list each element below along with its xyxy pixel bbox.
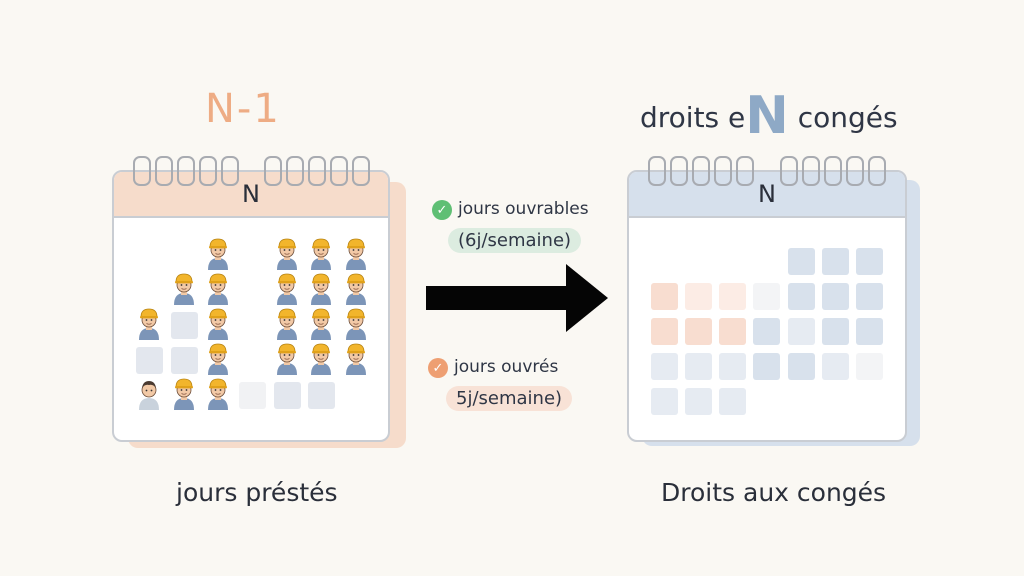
day-cell bbox=[822, 353, 849, 380]
day-cell bbox=[788, 248, 815, 275]
worker-with-hardhat-icon bbox=[204, 341, 232, 375]
day-cell bbox=[856, 353, 883, 380]
day-cell bbox=[822, 318, 849, 345]
day-cell bbox=[171, 312, 198, 339]
ouvrables-label: jours ouvrables bbox=[458, 199, 589, 219]
worker-with-hardhat-icon bbox=[307, 271, 335, 305]
binder-ring bbox=[714, 156, 732, 186]
worker-with-hardhat-icon bbox=[204, 376, 232, 410]
left-calendar-grid bbox=[114, 218, 388, 440]
day-cell bbox=[239, 382, 266, 409]
binder-ring bbox=[824, 156, 842, 186]
day-cell bbox=[685, 388, 712, 415]
worker-with-hardhat-icon bbox=[204, 306, 232, 340]
right-title: droits eN congés bbox=[640, 86, 898, 146]
binder-ring bbox=[177, 156, 195, 186]
day-cell bbox=[753, 353, 780, 380]
day-cell bbox=[685, 318, 712, 345]
day-cell bbox=[822, 248, 849, 275]
day-cell bbox=[651, 283, 678, 310]
binder-ring bbox=[286, 156, 304, 186]
binder-ring bbox=[670, 156, 688, 186]
binder-ring bbox=[736, 156, 754, 186]
worker-with-hardhat-icon bbox=[307, 236, 335, 270]
binder-ring bbox=[133, 156, 151, 186]
right-title-big-n: N bbox=[745, 86, 789, 146]
worker-with-hardhat-icon bbox=[273, 236, 301, 270]
worker-with-hardhat-icon bbox=[170, 271, 198, 305]
worker-with-hardhat-icon bbox=[342, 306, 370, 340]
left-caption: jours préstés bbox=[176, 478, 338, 507]
right-title-prefix: droits e bbox=[640, 101, 746, 134]
worker-with-hardhat-icon bbox=[273, 271, 301, 305]
arrow-right-icon bbox=[426, 264, 608, 332]
worker-with-hardhat-icon bbox=[273, 306, 301, 340]
right-calendar: N bbox=[627, 170, 907, 442]
worker-with-hardhat-icon bbox=[307, 341, 335, 375]
day-cell bbox=[274, 382, 301, 409]
worker-with-hardhat-icon bbox=[204, 271, 232, 305]
binder-ring bbox=[648, 156, 666, 186]
worker-with-hardhat-icon bbox=[273, 341, 301, 375]
day-cell bbox=[719, 318, 746, 345]
day-cell bbox=[308, 382, 335, 409]
ouvres-rate: 5j/semaine) bbox=[446, 386, 573, 411]
day-cell bbox=[856, 318, 883, 345]
binder-ring bbox=[199, 156, 217, 186]
day-cell bbox=[685, 283, 712, 310]
binder-ring bbox=[264, 156, 282, 186]
ouvrables-rate: (6j/semaine) bbox=[448, 228, 582, 253]
binder-ring bbox=[221, 156, 239, 186]
day-cell bbox=[651, 318, 678, 345]
day-cell bbox=[753, 318, 780, 345]
day-cell bbox=[719, 353, 746, 380]
left-title: N-1 bbox=[205, 86, 281, 132]
worker-with-hardhat-icon bbox=[342, 236, 370, 270]
right-caption: Droits aux congés bbox=[661, 478, 887, 507]
worker-with-hardhat-icon bbox=[342, 341, 370, 375]
day-cell bbox=[136, 347, 163, 374]
worker-with-hardhat-icon bbox=[204, 236, 232, 270]
day-cell bbox=[753, 283, 780, 310]
worker-with-hardhat-icon bbox=[307, 306, 335, 340]
binder-ring bbox=[352, 156, 370, 186]
binder-ring bbox=[692, 156, 710, 186]
day-cell bbox=[788, 283, 815, 310]
binder-ring bbox=[308, 156, 326, 186]
ouvres-label: jours ouvrés bbox=[454, 357, 559, 377]
day-cell bbox=[171, 347, 198, 374]
worker-with-hardhat-icon bbox=[170, 376, 198, 410]
check-icon-orange: ✓ bbox=[428, 358, 448, 378]
binder-ring bbox=[155, 156, 173, 186]
day-cell bbox=[651, 388, 678, 415]
day-cell bbox=[651, 353, 678, 380]
day-cell bbox=[856, 283, 883, 310]
right-calendar-grid bbox=[629, 218, 905, 440]
person-icon bbox=[135, 376, 163, 410]
day-cell bbox=[719, 283, 746, 310]
day-cell bbox=[788, 318, 815, 345]
day-cell bbox=[719, 388, 746, 415]
binder-ring bbox=[868, 156, 886, 186]
worker-with-hardhat-icon bbox=[135, 306, 163, 340]
day-cell bbox=[685, 353, 712, 380]
right-title-suffix: congés bbox=[788, 101, 898, 134]
check-icon: ✓ bbox=[432, 200, 452, 220]
worker-with-hardhat-icon bbox=[342, 271, 370, 305]
left-calendar: N bbox=[112, 170, 390, 442]
binder-ring bbox=[846, 156, 864, 186]
binder-ring bbox=[330, 156, 348, 186]
binder-ring bbox=[802, 156, 820, 186]
binder-ring bbox=[780, 156, 798, 186]
day-cell bbox=[788, 353, 815, 380]
day-cell bbox=[856, 248, 883, 275]
day-cell bbox=[822, 283, 849, 310]
